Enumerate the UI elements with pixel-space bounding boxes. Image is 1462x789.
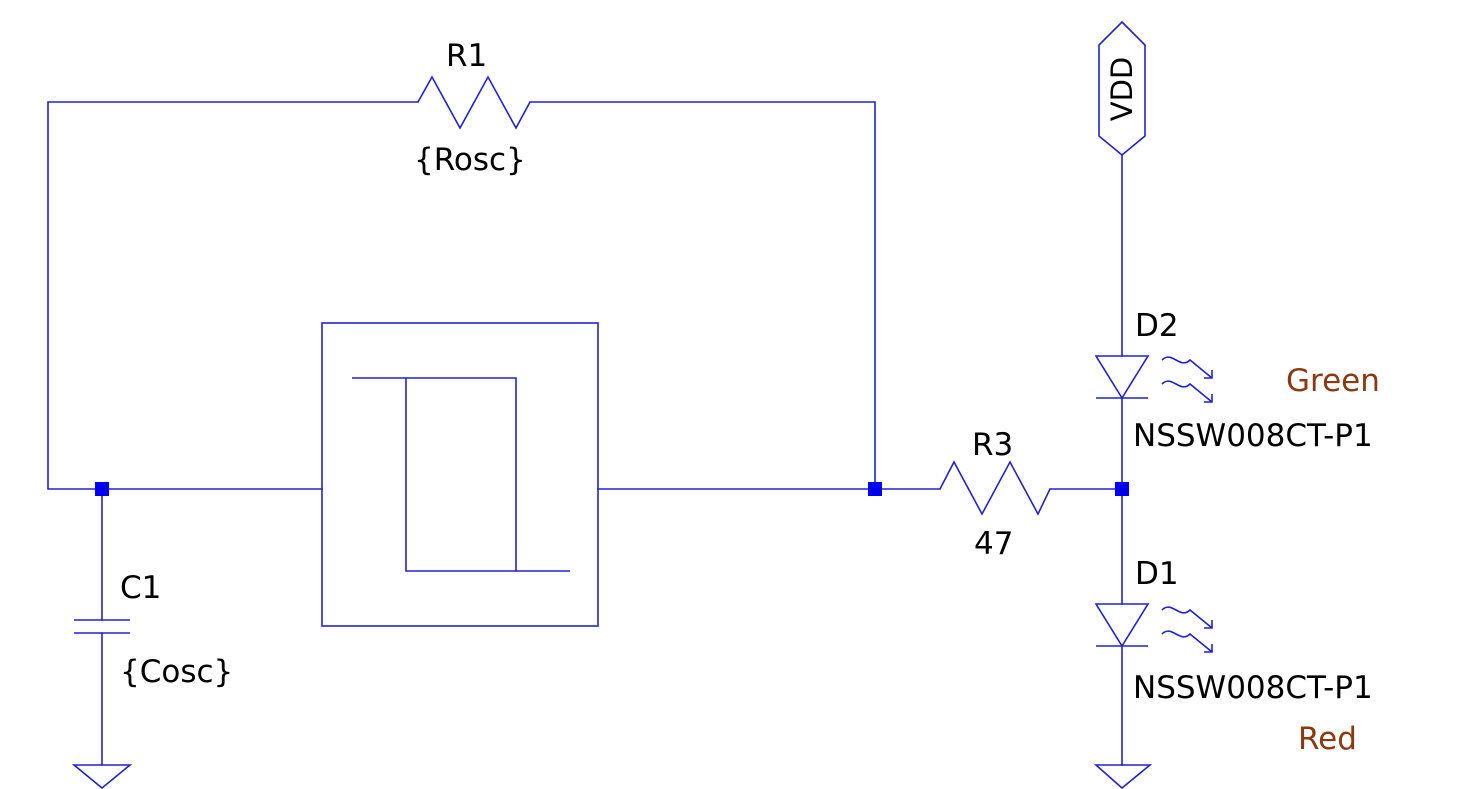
led-d2-triangle bbox=[1094, 355, 1150, 400]
vdd-net-label[interactable]: VDD bbox=[1098, 20, 1146, 157]
resistor-r1-symbol bbox=[417, 75, 531, 130]
resistor-r3-ref: R3 bbox=[972, 427, 1013, 463]
resistor-r3-value: 47 bbox=[974, 526, 1013, 562]
capacitor-c1-ref: C1 bbox=[120, 570, 161, 606]
led-d2-color-note: Green bbox=[1286, 363, 1380, 399]
led-d2-ref: D2 bbox=[1135, 308, 1179, 344]
resistor-r3[interactable]: R3 47 bbox=[939, 427, 1051, 562]
led-d2-emission-icon bbox=[1161, 356, 1213, 403]
resistor-r1-ref: R1 bbox=[446, 38, 487, 74]
capacitor-c1[interactable]: C1 {Cosc} bbox=[74, 570, 233, 690]
schmitt-hysteresis-lower bbox=[405, 378, 516, 572]
ground-icon bbox=[1093, 764, 1153, 789]
led-d2-part: NSSW008CT-P1 bbox=[1133, 418, 1373, 454]
junctions bbox=[95, 482, 1129, 496]
junction-led bbox=[1115, 482, 1129, 496]
led-d1-color-note: Red bbox=[1298, 721, 1357, 757]
led-d1-ref: D1 bbox=[1135, 556, 1179, 592]
led-d1[interactable]: D1 NSSW008CT-P1 Red bbox=[1094, 556, 1373, 757]
led-d2[interactable]: D2 NSSW008CT-P1 Green bbox=[1094, 308, 1380, 454]
capacitor-c1-value: {Cosc} bbox=[120, 654, 233, 690]
ground-icon bbox=[71, 764, 133, 789]
vdd-net-flag bbox=[1098, 20, 1146, 157]
schmitt-trigger-body bbox=[321, 322, 599, 627]
schmitt-trigger[interactable] bbox=[321, 322, 599, 627]
vdd-net-text: VDD bbox=[1105, 57, 1139, 122]
led-d1-part: NSSW008CT-P1 bbox=[1133, 670, 1373, 706]
led-d1-emission-icon bbox=[1161, 606, 1213, 653]
wire-feedback-right bbox=[529, 101, 876, 490]
wire-feedback-left bbox=[47, 101, 419, 490]
junction-output bbox=[868, 482, 882, 496]
wires bbox=[47, 101, 1123, 766]
resistor-r1-value: {Rosc} bbox=[414, 142, 526, 178]
resistor-r1[interactable]: R1 {Rosc} bbox=[414, 38, 531, 178]
led-d1-triangle bbox=[1094, 603, 1150, 648]
schmitt-hysteresis-upper bbox=[352, 377, 570, 572]
junction-c1 bbox=[95, 482, 109, 496]
resistor-r3-symbol bbox=[939, 460, 1051, 516]
